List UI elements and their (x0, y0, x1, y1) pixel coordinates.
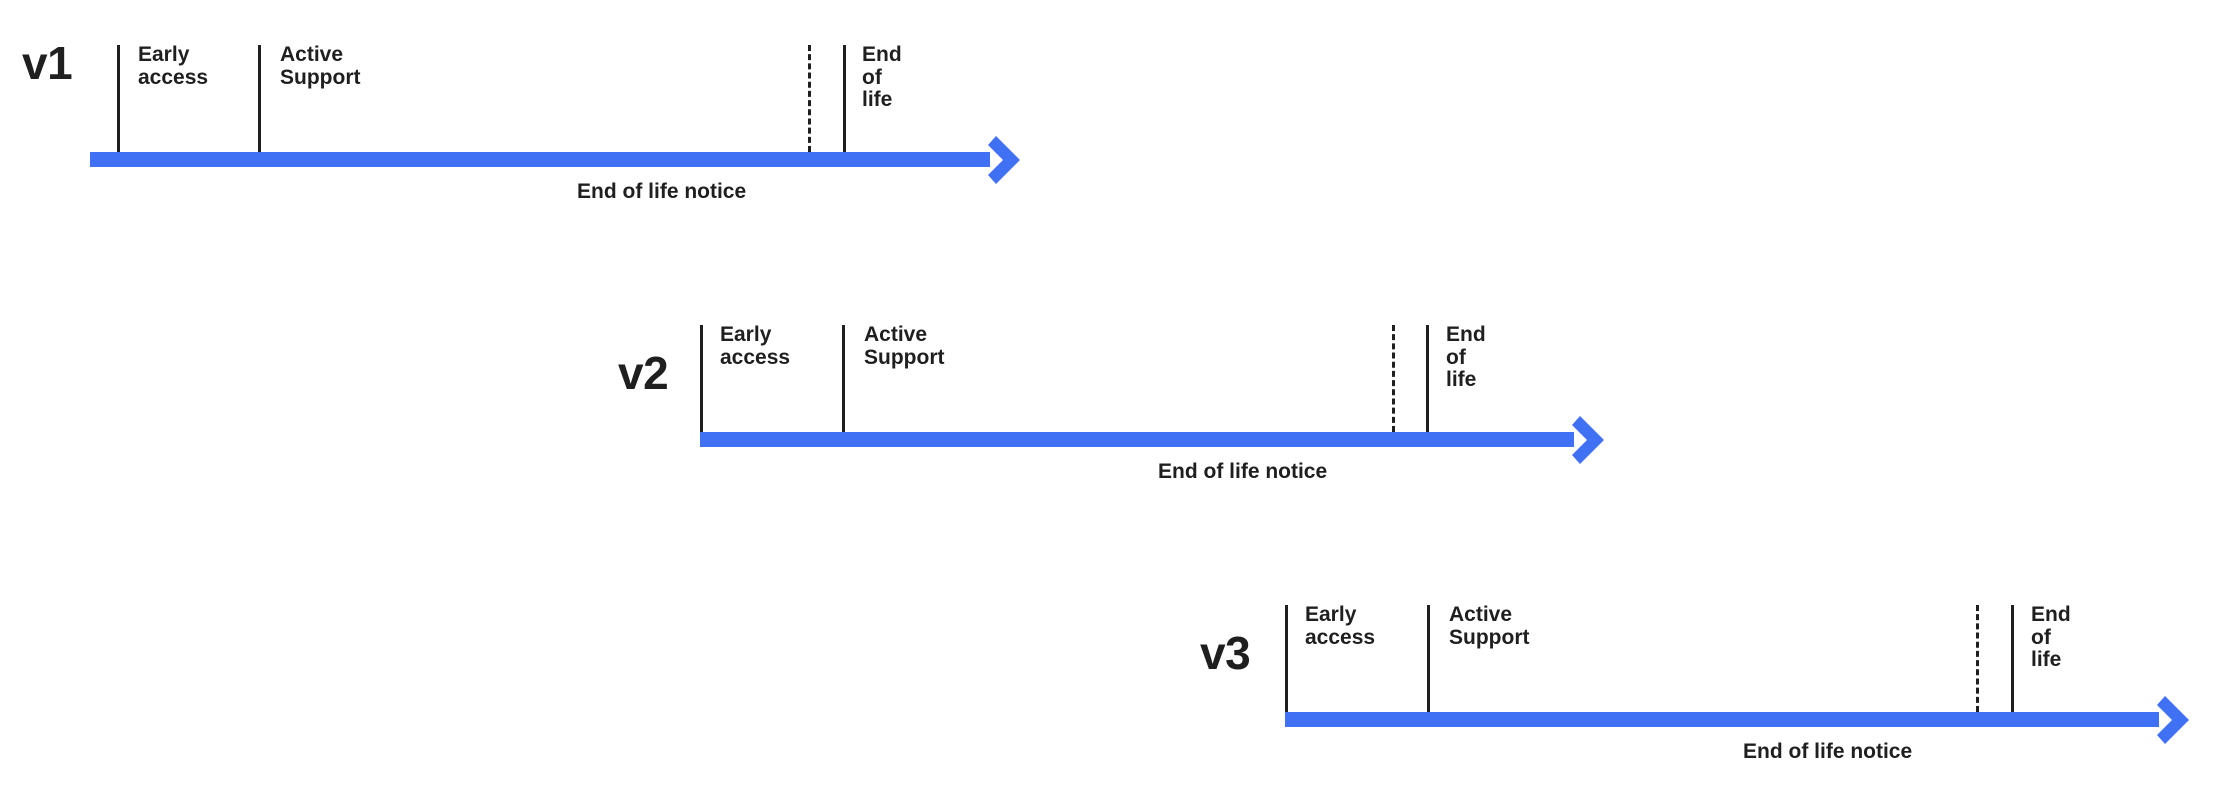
phase-divider-v2-2-dashed (1392, 325, 1395, 432)
end-of-life-notice-label-v3: End of life notice (1743, 740, 1913, 763)
timeline-arrowhead-v3 (2155, 695, 2203, 744)
phase-divider-v3-1 (1427, 605, 1430, 712)
timeline-bar-v2 (700, 432, 1574, 447)
phase-divider-v1-1 (258, 45, 261, 152)
phase-label-v2-3: End of life (1446, 323, 1486, 392)
phase-label-v1-1: Active Support (280, 43, 361, 89)
phase-divider-v2-3 (1426, 325, 1429, 432)
phase-divider-v3-0 (1285, 605, 1288, 712)
version-label-v2: v2 (618, 347, 669, 399)
phase-divider-v1-0 (117, 45, 120, 152)
phase-divider-v2-0 (700, 325, 703, 432)
version-label-v1: v1 (22, 37, 73, 89)
phase-divider-v1-3 (843, 45, 846, 152)
phase-label-v2-1: Active Support (864, 323, 945, 369)
end-of-life-notice-label-v1: End of life notice (577, 180, 747, 203)
phase-label-v2-0: Early access (720, 323, 791, 369)
phase-divider-v3-3 (2011, 605, 2014, 712)
timeline-bar-v1 (90, 152, 990, 167)
phase-divider-v1-2-dashed (808, 45, 811, 152)
phase-label-v1-3: End of life (862, 43, 902, 112)
version-label-v3: v3 (1200, 627, 1251, 679)
phase-label-v3-1: Active Support (1449, 603, 1530, 649)
timeline-arrowhead-v2 (1570, 415, 1618, 464)
phase-label-v3-0: Early access (1305, 603, 1376, 649)
phase-divider-v3-2-dashed (1976, 605, 1979, 712)
end-of-life-notice-label-v2: End of life notice (1158, 460, 1328, 483)
timeline-arrowhead-v1 (986, 135, 1034, 184)
phase-divider-v2-1 (842, 325, 845, 432)
phase-label-v1-0: Early access (138, 43, 209, 89)
timeline-bar-v3 (1285, 712, 2159, 727)
phase-label-v3-3: End of life (2031, 603, 2071, 672)
